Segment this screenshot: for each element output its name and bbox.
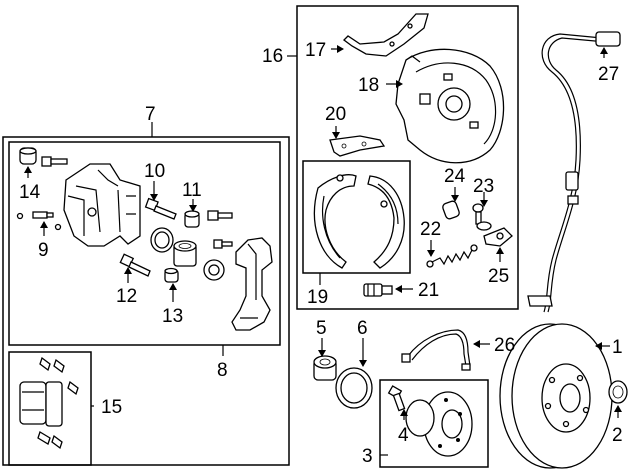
wheel-bearing-part[interactable] xyxy=(313,355,337,381)
piston-seal-part[interactable] xyxy=(150,227,174,253)
callout-2: 2 xyxy=(612,425,623,446)
callout-23: 23 xyxy=(473,176,494,197)
shoe-bracket-part[interactable] xyxy=(329,135,386,157)
callout-21: 21 xyxy=(418,280,439,301)
bushing-part[interactable] xyxy=(184,210,200,228)
return-spring-part[interactable] xyxy=(426,244,478,268)
guide-bolt-part[interactable] xyxy=(144,197,177,220)
callout-25: 25 xyxy=(488,266,509,287)
brake-pad-part[interactable] xyxy=(19,356,79,450)
piston-part[interactable] xyxy=(173,240,197,267)
callout-6: 6 xyxy=(357,318,368,339)
callout-3: 3 xyxy=(362,446,373,467)
callout-1: 1 xyxy=(612,337,623,358)
adjuster-part[interactable] xyxy=(442,200,461,220)
caliper-bolt-part[interactable] xyxy=(119,253,151,277)
cable-guide-part[interactable] xyxy=(483,227,513,247)
callout-5: 5 xyxy=(316,318,327,339)
callout-4: 4 xyxy=(398,425,409,446)
callout-16: 16 xyxy=(262,46,283,67)
callout-15: 15 xyxy=(101,397,122,418)
brake-shoe-part[interactable] xyxy=(313,174,405,269)
brake-rotor-part[interactable] xyxy=(499,323,613,469)
callout-8: 8 xyxy=(217,360,228,381)
bleeder-cap-part[interactable] xyxy=(19,147,37,165)
guide-pin-part[interactable] xyxy=(207,210,233,221)
snap-ring-part[interactable] xyxy=(335,367,373,409)
shoe-lever-part[interactable] xyxy=(343,13,429,57)
caliper-subassembly-box xyxy=(8,141,281,346)
dust-ring-part[interactable] xyxy=(203,259,225,281)
leader-lines xyxy=(24,45,622,456)
callout-19: 19 xyxy=(307,287,328,308)
hub-cap-part[interactable] xyxy=(608,380,628,404)
bleeder-screw-part[interactable] xyxy=(41,156,68,167)
callout-11: 11 xyxy=(182,180,202,201)
brake-pad-kit-box xyxy=(8,351,92,466)
caliper-assembly-box xyxy=(2,136,290,466)
callout-26: 26 xyxy=(494,335,515,356)
caliper-body-part[interactable] xyxy=(63,163,141,247)
callout-9: 9 xyxy=(38,240,49,261)
callout-22: 22 xyxy=(420,219,441,240)
wheel-stud-part[interactable] xyxy=(387,385,406,412)
callout-13: 13 xyxy=(162,306,183,327)
boot-clip-part[interactable] xyxy=(16,211,62,231)
callout-27: 27 xyxy=(598,64,619,85)
wheel-hub-part[interactable] xyxy=(405,391,473,457)
callout-24: 24 xyxy=(444,166,466,187)
callout-20: 20 xyxy=(325,104,346,125)
adjust-bolt-part[interactable] xyxy=(363,283,393,297)
sleeve-part[interactable] xyxy=(164,267,179,283)
parking-brake-group-box xyxy=(296,5,519,310)
callout-10: 10 xyxy=(144,161,165,182)
callout-18: 18 xyxy=(358,75,379,96)
parking-shoe-box xyxy=(302,160,411,274)
small-bolt-part[interactable] xyxy=(213,239,233,249)
callout-7: 7 xyxy=(145,104,156,125)
parking-cable-part[interactable] xyxy=(401,329,471,371)
callout-14: 14 xyxy=(19,182,41,203)
hold-pin-part[interactable] xyxy=(472,203,492,231)
hub-assembly-box xyxy=(379,379,489,468)
caliper-bracket-part[interactable] xyxy=(231,237,273,331)
callout-17: 17 xyxy=(305,40,326,61)
backing-plate-part[interactable] xyxy=(395,48,505,164)
callout-12: 12 xyxy=(116,286,137,307)
abs-sensor-part[interactable] xyxy=(527,31,621,313)
